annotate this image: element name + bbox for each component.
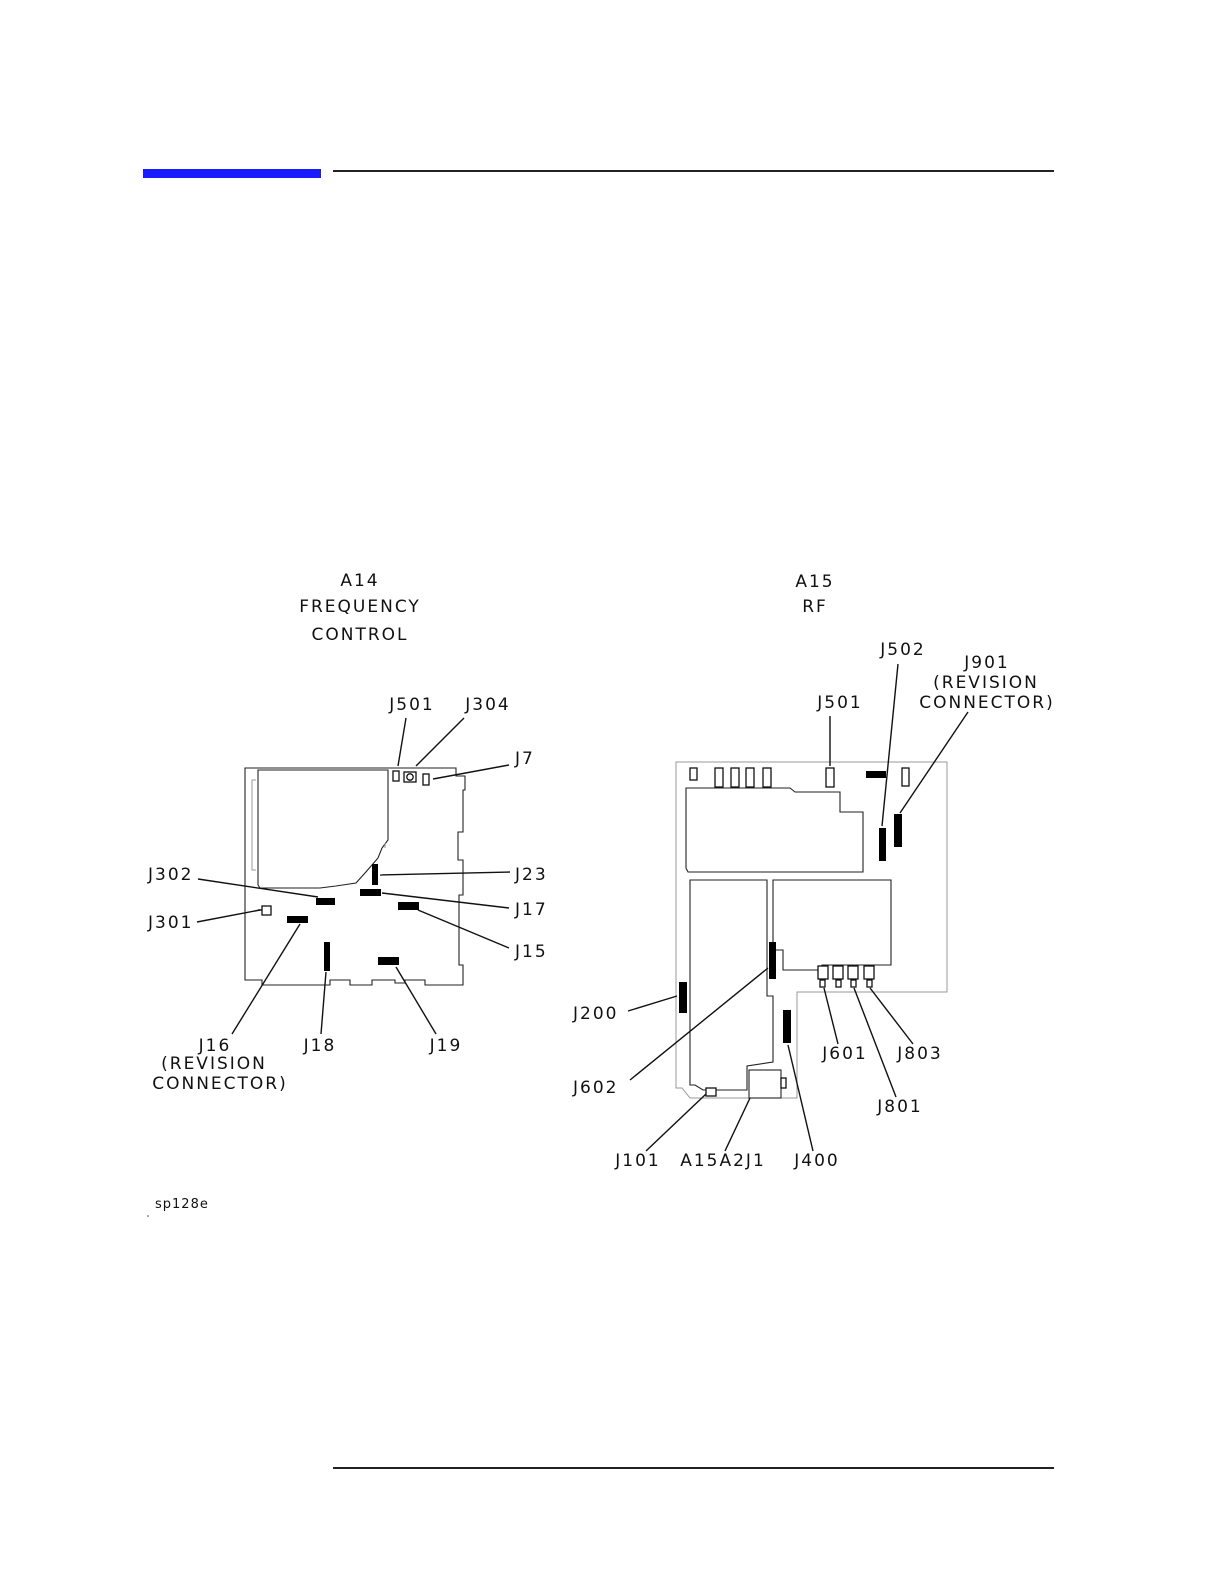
a15-j101-connector [706, 1088, 716, 1096]
a14-j7-connector [423, 774, 429, 785]
a15-label-j501: J501 [816, 693, 862, 713]
a14-label-j301: J301 [147, 913, 193, 933]
a14-label-j23: J23 [514, 865, 548, 885]
a14-j15-connector [398, 902, 419, 910]
a14-label-j7: J7 [514, 749, 535, 769]
a14-title-line-2: FREQUENCY [299, 597, 421, 617]
a14-board-outline [245, 768, 465, 985]
a14-label-j19: J19 [429, 1036, 463, 1056]
a14-title-line-1: A14 [340, 571, 379, 591]
a15-label-j901-note-1: (REVISION [933, 673, 1039, 693]
a15-j501-connector [826, 768, 834, 787]
a15-label-j901-note-2: CONNECTOR) [919, 693, 1055, 713]
a14-label-j15: J15 [514, 942, 548, 962]
a15-left-shield [690, 880, 773, 1090]
a15-label-j200: J200 [572, 1004, 618, 1024]
a15-label-j801: J801 [876, 1097, 922, 1117]
a15-label-j602: J602 [572, 1078, 618, 1098]
a15-title-line-2: RF [802, 597, 828, 617]
a15-top-header [866, 771, 886, 778]
a14-j23-connector [372, 864, 378, 885]
a14-label-j501: J501 [388, 695, 434, 715]
a15-label-j400: J400 [793, 1151, 839, 1171]
a14-label-j16: J16 [198, 1036, 232, 1056]
a14-board-diagram: A14 FREQUENCY CONTROL [147, 571, 548, 1094]
a15-j803-connector [864, 966, 874, 979]
a15-label-j601: J601 [821, 1044, 867, 1064]
a15-j801-connector [848, 966, 858, 979]
a14-label-j302: J302 [147, 865, 193, 885]
a15-label-j803: J803 [896, 1044, 942, 1064]
a15-j400-connector [783, 1010, 791, 1043]
a15-j502-connector [879, 828, 886, 861]
a15-title-line-1: A15 [795, 572, 834, 592]
a14-j19-connector [378, 957, 399, 965]
a15-label-j901: J901 [963, 653, 1009, 673]
a15-j601-connector [818, 966, 828, 979]
a14-shield-outline [258, 770, 388, 888]
a15-upper-shield [686, 788, 863, 872]
a15-board-diagram: A15 RF [572, 572, 1055, 1171]
a15-right-shield [773, 880, 891, 970]
a14-j17-connector [360, 889, 381, 896]
a14-j301-connector [262, 906, 271, 915]
a15-j602-connector [769, 942, 776, 979]
a14-label-j16-note-1: (REVISION [161, 1054, 267, 1074]
a14-label-j304: J304 [464, 695, 510, 715]
a15-label-j502: J502 [879, 640, 925, 660]
a15-label-a15a2j1: A15A2J1 [680, 1151, 766, 1171]
a15-j901-connector [894, 814, 902, 847]
a14-title-line-3: CONTROL [311, 625, 408, 645]
a15-a15a2j1-module [749, 1070, 781, 1098]
a14-label-j17: J17 [514, 900, 548, 920]
a14-j302-connector [316, 898, 335, 905]
a14-j501-connector [393, 771, 399, 781]
a14-j18-connector [324, 942, 330, 971]
a15-j200-connector [679, 982, 687, 1013]
a14-j16-connector [287, 916, 308, 923]
figure-id: sp128e [155, 1197, 209, 1212]
a14-label-j16-note-2: CONNECTOR) [152, 1074, 288, 1094]
a15-label-j101: J101 [614, 1151, 660, 1171]
a14-label-j18: J18 [303, 1036, 337, 1056]
